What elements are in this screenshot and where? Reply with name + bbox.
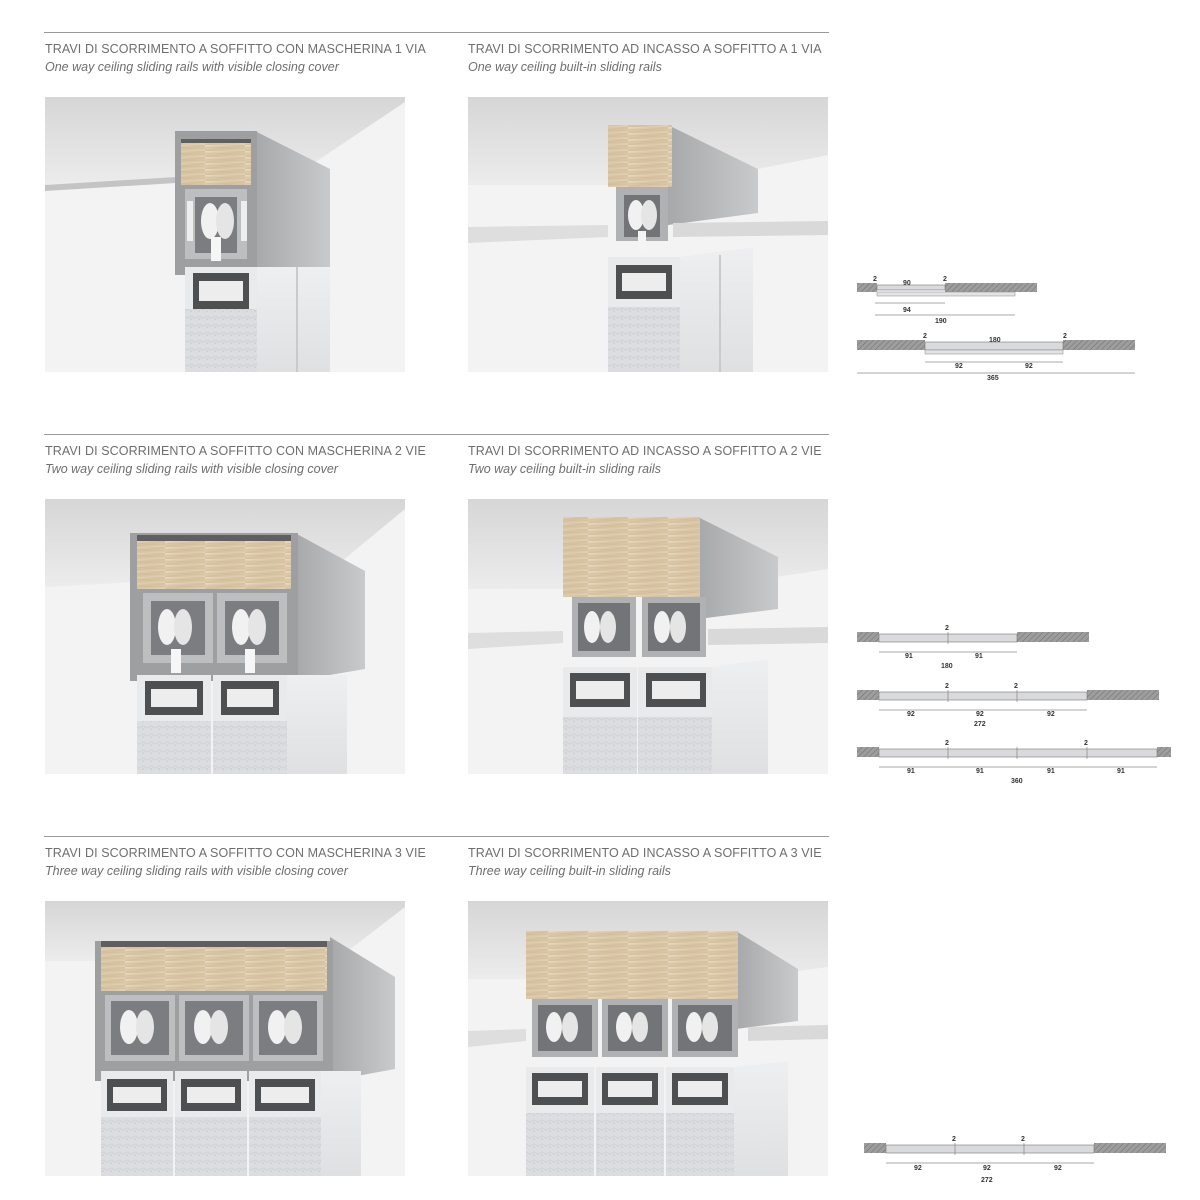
rail-profile [876,284,946,291]
dim-g: 360 [1011,778,1023,785]
wall-left [857,632,879,642]
illustration-two-way-visible-cover [45,499,405,774]
illustration-three-way-built-in [468,901,828,1176]
wall-left [857,690,879,700]
section-2-right-title: TRAVI DI SCORRIMENTO AD INCASSO A SOFFIT… [468,444,822,458]
section-1-left-title: TRAVI DI SCORRIMENTO A SOFFITTO CON MASC… [45,42,426,56]
dimension-drawing-4: 2 2 92 92 92 272 [855,680,1165,728]
dim-b: 2 [1021,1136,1025,1143]
wall-right [1094,1143,1166,1153]
wall-left [857,283,877,292]
dim-b: 180 [989,337,1001,344]
dim-b: 2 [1014,683,1018,690]
dim-b: 2 [1084,740,1088,747]
wall-left [857,747,879,757]
section-2-left-title: TRAVI DI SCORRIMENTO A SOFFITTO CON MASC… [45,444,426,458]
dim-f: 272 [974,721,986,728]
dim-e: 92 [1054,1165,1062,1172]
section-3-divider [44,836,829,837]
wall-left [857,340,925,350]
dim-f: 91 [1117,768,1125,775]
section-3-right-title: TRAVI DI SCORRIMENTO AD INCASSO A SOFFIT… [468,846,822,860]
dim-b: 91 [905,653,913,660]
dim-d: 91 [976,768,984,775]
dim-e: 92 [1047,711,1055,718]
dim-d: 92 [976,711,984,718]
dim-a: 2 [923,333,927,340]
dim-c: 92 [914,1165,922,1172]
rail-profile [878,748,1158,758]
dim-d: 92 [955,363,963,370]
dim-a: 2 [952,1136,956,1143]
dim-c: 92 [907,711,915,718]
dim-a: 2 [945,683,949,690]
section-1-right-subtitle: One way ceiling built-in sliding rails [468,60,662,74]
dim-c: 91 [975,653,983,660]
section-1-left-subtitle: One way ceiling sliding rails with visib… [45,60,339,74]
section-1-right-title: TRAVI DI SCORRIMENTO AD INCASSO A SOFFIT… [468,42,822,56]
wall-right [1063,340,1135,350]
wall-right [945,283,1037,292]
section-3-right-subtitle: Three way ceiling built-in sliding rails [468,864,671,878]
dim-a: 2 [873,276,877,283]
section-1-divider [44,32,829,33]
dim-d: 94 [903,307,911,314]
illustration-one-way-visible-cover [45,97,405,372]
dim-c: 91 [907,768,915,775]
dim-a: 2 [945,625,949,632]
dim-e: 91 [1047,768,1055,775]
dim-c: 2 [1063,333,1067,340]
rail-profile [878,691,1088,701]
dim-f: 272 [981,1177,993,1184]
dim-a: 2 [945,740,949,747]
panel [876,291,1016,297]
section-3-left-title: TRAVI DI SCORRIMENTO A SOFFITTO CON MASC… [45,846,426,860]
dim-c: 2 [943,276,947,283]
dimension-drawing-6: 2 2 92 92 92 272 [862,1133,1172,1187]
illustration-three-way-visible-cover [45,901,405,1176]
dimension-drawing-5: 2 2 91 91 91 91 360 [855,737,1175,785]
dimension-drawing-2: 2 180 2 92 92 365 [855,330,1145,382]
illustration-one-way-built-in [468,97,828,372]
dim-d: 92 [983,1165,991,1172]
wall-right [1157,747,1171,757]
dim-e: 92 [1025,363,1033,370]
section-2-divider [44,434,829,435]
rail-profile [885,1144,1095,1154]
dim-b: 90 [903,280,911,287]
section-3-left-subtitle: Three way ceiling sliding rails with vis… [45,864,348,878]
dim-d: 180 [941,663,953,670]
dim-e: 190 [935,318,947,325]
dimension-drawing-1: 2 90 2 94 190 [855,275,1055,327]
dim-f: 365 [987,375,999,382]
illustration-two-way-built-in [468,499,828,774]
panel [924,349,1064,355]
dimension-drawing-3: 2 91 91 180 [855,622,1105,670]
section-2-right-subtitle: Two way ceiling built-in sliding rails [468,462,661,476]
wall-right [1087,690,1159,700]
wall-right [1017,632,1089,642]
wall-left [864,1143,886,1153]
section-2-left-subtitle: Two way ceiling sliding rails with visib… [45,462,338,476]
